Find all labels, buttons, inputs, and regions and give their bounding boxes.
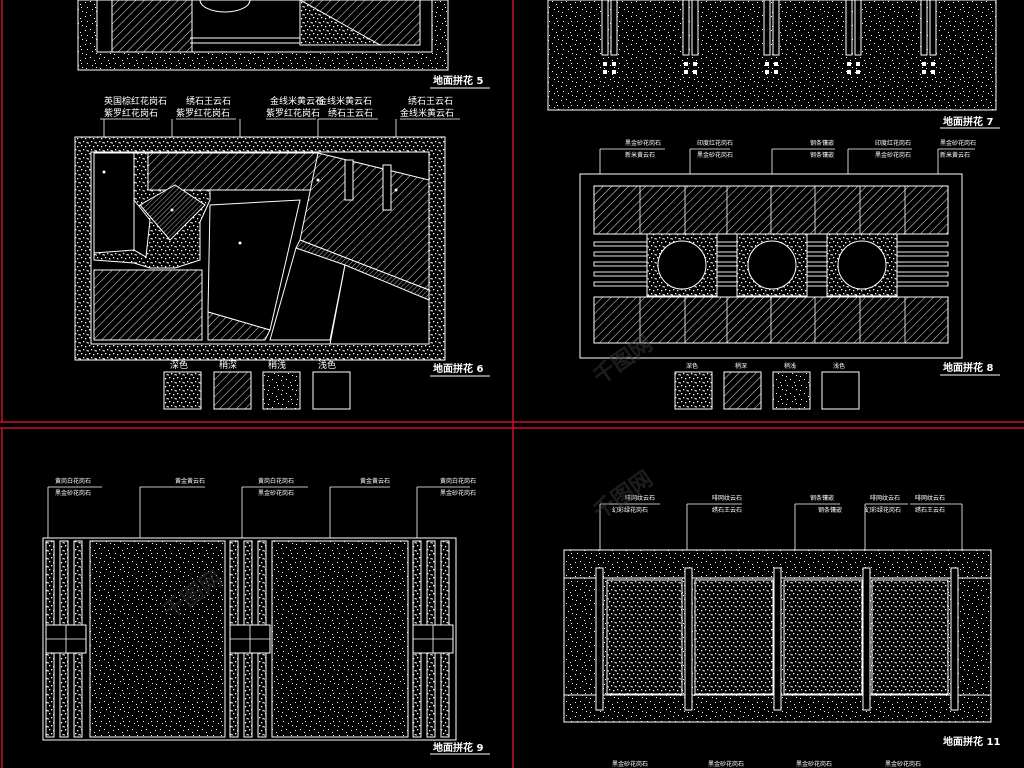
label-8-5b: 新米黄云石	[940, 151, 970, 159]
panel-6-legend: 深色 稍深 稍浅 浅色	[163, 359, 351, 410]
label-11-2a: 啡网纹云石	[712, 494, 742, 502]
legend-swatch-dark	[163, 371, 202, 410]
label-8-3a: 钢条镶嵌	[810, 139, 834, 147]
panel-7-title: 地面拼花 7	[943, 115, 993, 128]
legend-6-2: 稍深	[219, 359, 237, 371]
panel-9-title: 地面拼花 9	[433, 741, 483, 754]
label-11-1a: 啡网纹云石	[625, 494, 655, 502]
label-6-1a: 英国棕红花岗石	[104, 95, 167, 107]
label-11-5b: 绣石王云石	[915, 506, 945, 514]
label-6-4a: 金线米黄云石	[318, 95, 372, 107]
legend-6-3: 稍浅	[268, 359, 286, 371]
label-9-1b: 黑金砂花岗石	[55, 489, 91, 497]
panel-floor-pattern-8: 黑金砂花岗石 新米黄云石 印度红花岗石 黑金砂花岗石 钢条镶嵌 钢条镶嵌 印度红…	[579, 139, 1000, 410]
label-9-5b: 黑金砂花岗石	[440, 489, 476, 497]
panel-5-title: 地面拼花 5	[433, 74, 483, 87]
panel-8-legend: 深色 稍深 稍浅 浅色	[674, 362, 860, 410]
label-6-2a: 绣石王云石	[186, 95, 231, 107]
label-8-4b: 黑金砂花岗石	[875, 151, 911, 159]
legend-8-2: 稍深	[735, 362, 747, 370]
label-11-1b: 幻彩绿花岗石	[612, 506, 648, 514]
label-9-3b: 黑金砂花岗石	[258, 489, 294, 497]
panel-floor-pattern-7: 地面拼花 7	[547, 0, 1000, 129]
legend-swatch-light	[312, 371, 351, 410]
legend-swatch-darker	[213, 371, 252, 410]
legend-8-3: 稍浅	[784, 362, 796, 370]
label-8-2a: 印度红花岗石	[697, 139, 733, 147]
label-6-3b: 紫罗红花岗石	[266, 107, 320, 119]
panel-floor-pattern-9: 黄岗白花岗石 黑金砂花岗石 黄金黄云石 黄岗白花岗石 黑金砂花岗石 黄金黄云石 …	[42, 477, 490, 755]
panel-floor-pattern-5: 地面拼花 5	[77, 0, 490, 89]
legend-6-4: 浅色	[318, 359, 336, 371]
panel-8-labels: 黑金砂花岗石 新米黄云石 印度红花岗石 黑金砂花岗石 钢条镶嵌 钢条镶嵌 印度红…	[625, 139, 976, 159]
panel-6-title: 地面拼花 6	[433, 362, 483, 375]
label-11-4a: 啡网纹云石	[870, 494, 900, 502]
legend-8-swatch-darker	[723, 371, 762, 410]
label-11-bottom-3: 黑金砂花岗石	[796, 760, 832, 768]
panel-floor-pattern-11: 啡网纹云石 幻彩绿花岗石 啡网纹云石 绣石王云石 钢条镶嵌 钢条镶嵌 啡网纹云石…	[563, 494, 1000, 768]
panel-9-strips	[45, 540, 454, 738]
label-11-bottom-1: 黑金砂花岗石	[612, 760, 648, 768]
label-11-bottom-2: 黑金砂花岗石	[708, 760, 744, 768]
label-6-3a: 金线米黄云石	[270, 95, 324, 107]
label-9-2a: 黄金黄云石	[175, 477, 205, 485]
label-8-5a: 黑金砂花岗石	[940, 139, 976, 147]
legend-8-4: 浅色	[833, 362, 845, 370]
panel-floor-pattern-6: 英国棕红花岗石 紫罗红花岗石 绣石王云石 紫罗红花岗石 金线米黄云石 紫罗红花岗…	[74, 95, 490, 410]
label-9-3a: 黄岗白花岗石	[258, 477, 294, 485]
panel-9-labels: 黄岗白花岗石 黑金砂花岗石 黄金黄云石 黄岗白花岗石 黑金砂花岗石 黄金黄云石 …	[55, 477, 476, 497]
label-6-1b: 紫罗红花岗石	[104, 107, 158, 119]
panel-11-bottom-labels: 黑金砂花岗石 黑金砂花岗石 黑金砂花岗石 黑金砂花岗石	[612, 760, 921, 768]
label-11-5a: 啡网纹云石	[915, 494, 945, 502]
legend-8-1: 深色	[686, 362, 698, 370]
label-9-4a: 黄金黄云石	[360, 477, 390, 485]
label-8-4a: 印度红花岗石	[875, 139, 911, 147]
label-8-3b: 钢条镶嵌	[810, 151, 834, 159]
legend-swatch-lighter	[262, 371, 301, 410]
label-8-1b: 新米黄云石	[625, 151, 655, 159]
label-6-5a: 绣石王云石	[408, 95, 453, 107]
panel-6-labels: 英国棕红花岗石 紫罗红花岗石 绣石王云石 紫罗红花岗石 金线米黄云石 紫罗红花岗…	[104, 95, 454, 119]
legend-8-swatch-dark	[674, 371, 713, 410]
label-11-bottom-4: 黑金砂花岗石	[885, 760, 921, 768]
label-9-5a: 黄岗白花岗石	[440, 477, 476, 485]
panel-11-title: 地面拼花 11	[943, 735, 1000, 748]
label-6-4b: 绣石王云石	[328, 107, 373, 119]
label-6-5b: 金线米黄云石	[400, 107, 454, 119]
panel-11-labels: 啡网纹云石 幻彩绿花岗石 啡网纹云石 绣石王云石 钢条镶嵌 钢条镶嵌 啡网纹云石…	[612, 494, 945, 514]
panel-8-title: 地面拼花 8	[943, 361, 993, 374]
label-11-4b: 幻彩绿花岗石	[865, 506, 901, 514]
legend-6-1: 深色	[170, 359, 188, 371]
label-11-3b: 钢条镶嵌	[818, 506, 842, 514]
label-11-3a: 钢条镶嵌	[810, 494, 834, 502]
label-8-2b: 黑金砂花岗石	[697, 151, 733, 159]
legend-8-swatch-light	[821, 371, 860, 410]
label-9-1a: 黄岗白花岗石	[55, 477, 91, 485]
label-8-1a: 黑金砂花岗石	[625, 139, 661, 147]
label-6-2b: 紫罗红花岗石	[176, 107, 230, 119]
label-11-2b: 绣石王云石	[712, 506, 742, 514]
legend-8-swatch-lighter	[772, 371, 811, 410]
